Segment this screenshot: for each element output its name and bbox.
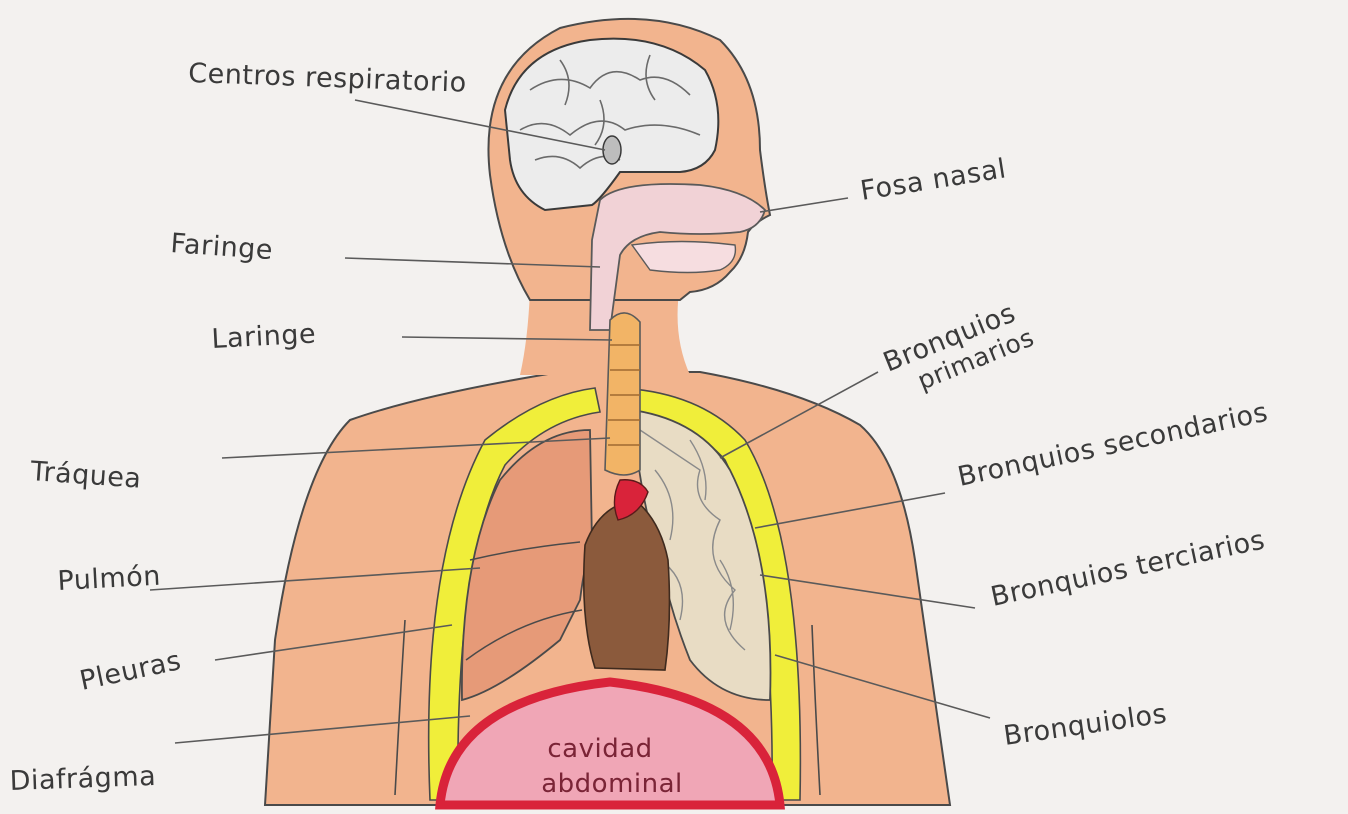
- cavidad-label-line1: cavidad: [547, 734, 652, 764]
- label-pulmon: Pulmón: [57, 561, 162, 597]
- cavidad-label-line2: abdominal: [541, 769, 683, 799]
- trachea: [605, 313, 640, 475]
- label-diafragma: Diafrágma: [9, 761, 156, 797]
- label-laringe: Laringe: [211, 319, 317, 355]
